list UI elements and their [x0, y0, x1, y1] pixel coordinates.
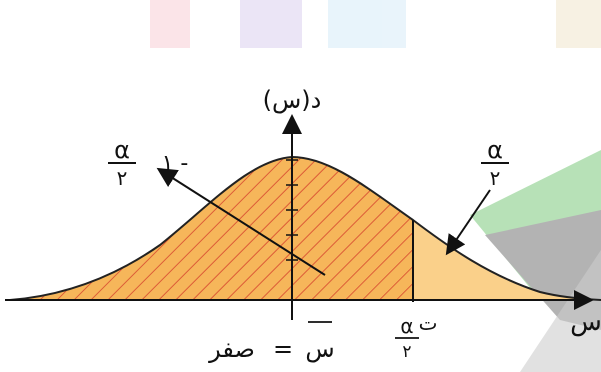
right-tail-area — [413, 220, 601, 300]
left-area-prefix: ١ - — [162, 151, 189, 176]
right-area-fraction-num: α — [487, 136, 503, 164]
background-decorations — [150, 0, 601, 48]
t-label: ت α ٢ — [395, 311, 437, 362]
left-area-fraction-num: α — [114, 136, 130, 164]
right-area-label: α ٢ — [481, 136, 509, 190]
y-axis-label: د(س) — [263, 86, 322, 114]
left-area-hatched — [10, 157, 413, 300]
mean-zero-label: صفر = س — [208, 321, 335, 363]
normal-curve — [9, 155, 601, 301]
left-area-arrow — [156, 167, 326, 276]
y-axis-ticks — [286, 159, 298, 261]
right-area-fraction-den: ٢ — [490, 166, 501, 190]
mean-eq-sign: = — [273, 335, 293, 363]
t-letter: ت — [419, 311, 438, 335]
right-area-arrow — [445, 189, 491, 256]
t-sub-num: α — [400, 314, 413, 338]
mean-symbol: س — [305, 335, 334, 363]
mean-eq-rhs: صفر — [208, 335, 255, 363]
left-area-label: α ٢ ١ - — [108, 136, 188, 190]
left-area-fraction-den: ٢ — [117, 166, 128, 190]
x-axis-label: س — [570, 307, 601, 337]
t-sub-den: ٢ — [402, 342, 411, 362]
